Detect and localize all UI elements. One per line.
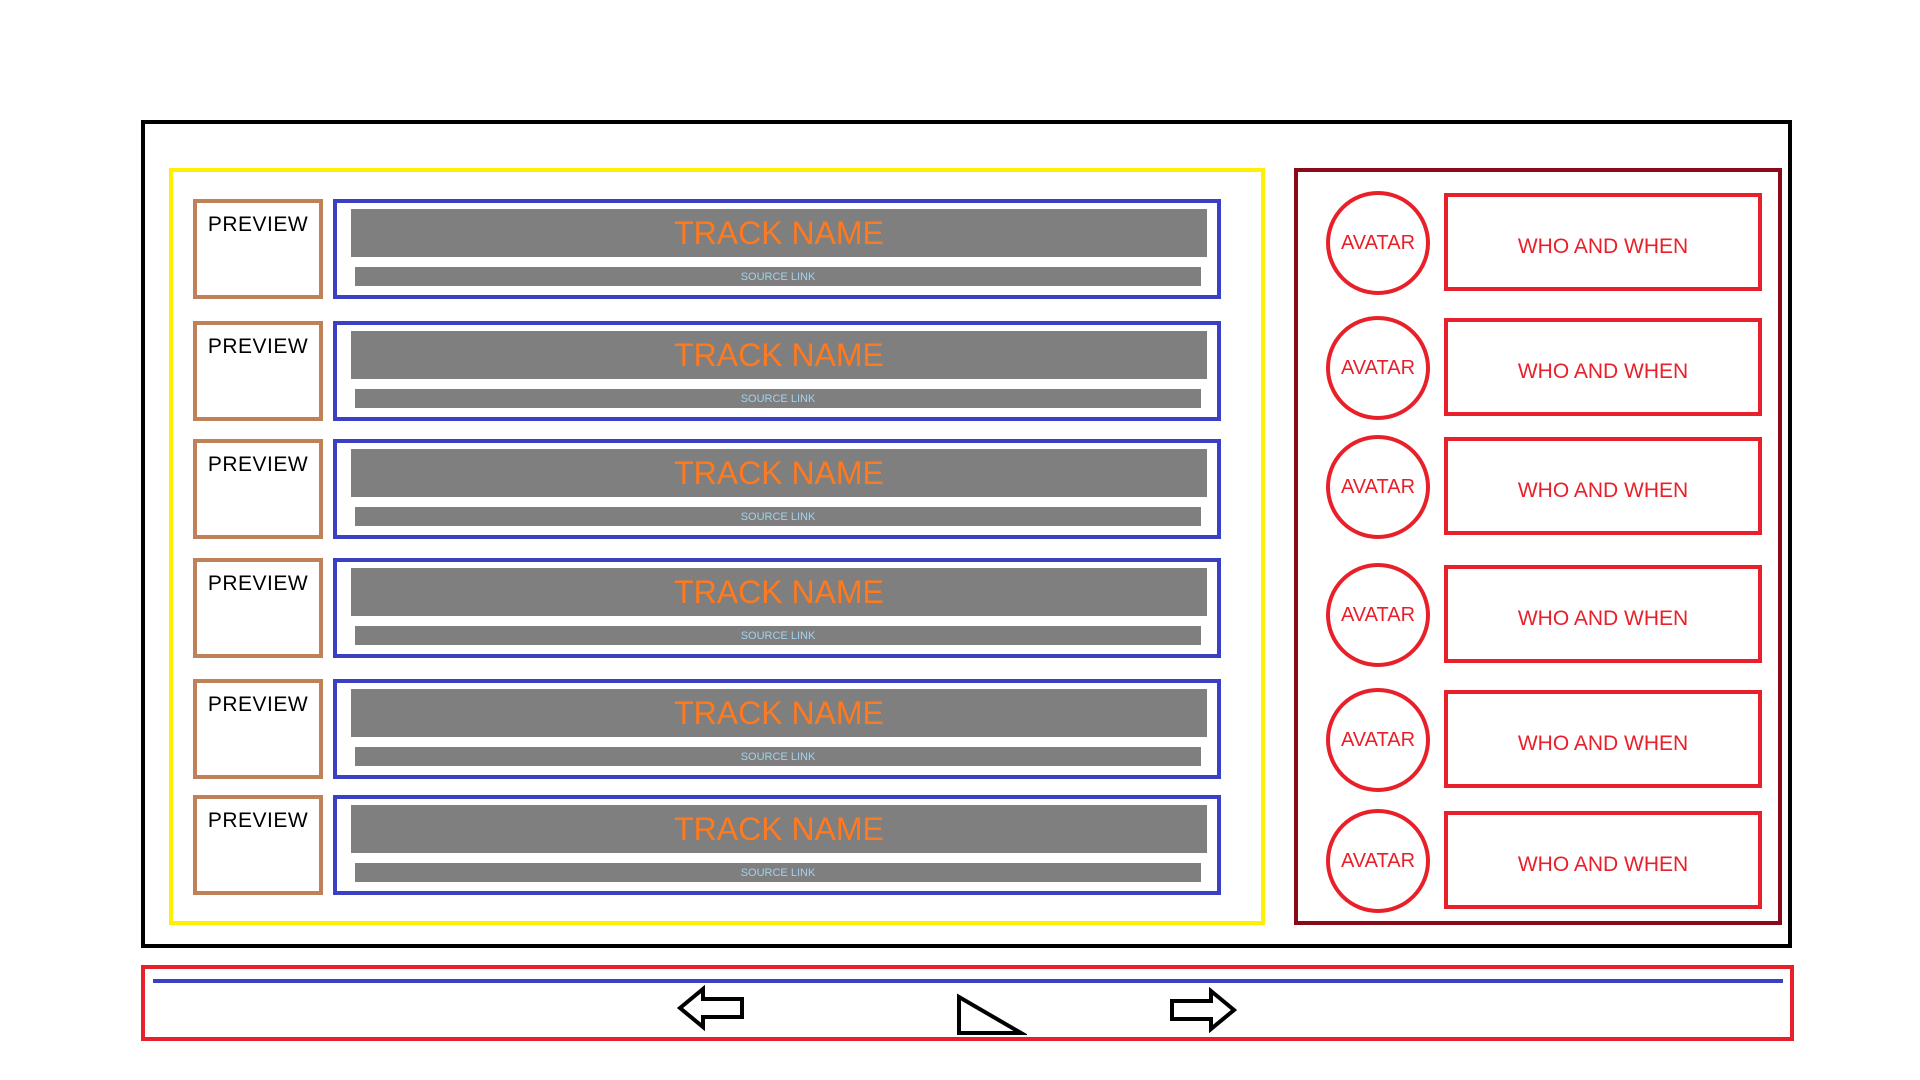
track-info[interactable]: TRACK NAME SOURCE LINK xyxy=(333,679,1221,779)
avatar[interactable]: AVATAR xyxy=(1326,435,1430,539)
who-and-when: WHO AND WHEN xyxy=(1444,318,1762,416)
source-link[interactable]: SOURCE LINK xyxy=(355,863,1201,882)
track-info[interactable]: TRACK NAME SOURCE LINK xyxy=(333,439,1221,539)
track-name[interactable]: TRACK NAME xyxy=(351,805,1207,853)
activity-item: AVATAR WHO AND WHEN xyxy=(1326,563,1766,667)
track-info[interactable]: TRACK NAME SOURCE LINK xyxy=(333,321,1221,421)
track-info[interactable]: TRACK NAME SOURCE LINK xyxy=(333,795,1221,895)
track-name[interactable]: TRACK NAME xyxy=(351,568,1207,616)
who-and-when: WHO AND WHEN xyxy=(1444,437,1762,535)
track-name[interactable]: TRACK NAME xyxy=(351,449,1207,497)
source-link[interactable]: SOURCE LINK xyxy=(355,626,1201,645)
avatar[interactable]: AVATAR xyxy=(1326,316,1430,420)
player-bar xyxy=(141,965,1794,1041)
activity-item: AVATAR WHO AND WHEN xyxy=(1326,809,1766,913)
track-preview[interactable]: PREVIEW xyxy=(193,199,323,299)
avatar[interactable]: AVATAR xyxy=(1326,809,1430,913)
avatar[interactable]: AVATAR xyxy=(1326,688,1430,792)
activity-item: AVATAR WHO AND WHEN xyxy=(1326,316,1766,420)
activity-panel xyxy=(1294,168,1782,925)
progress-bar[interactable] xyxy=(153,979,1783,983)
activity-item: AVATAR WHO AND WHEN xyxy=(1326,191,1766,295)
track-preview[interactable]: PREVIEW xyxy=(193,321,323,421)
source-link[interactable]: SOURCE LINK xyxy=(355,267,1201,286)
track-row: PREVIEW TRACK NAME SOURCE LINK xyxy=(193,679,1221,779)
track-row: PREVIEW TRACK NAME SOURCE LINK xyxy=(193,321,1221,421)
track-row: PREVIEW TRACK NAME SOURCE LINK xyxy=(193,439,1221,539)
preview-label: PREVIEW xyxy=(207,453,309,476)
track-preview[interactable]: PREVIEW xyxy=(193,795,323,895)
track-preview[interactable]: PREVIEW xyxy=(193,439,323,539)
preview-label: PREVIEW xyxy=(207,213,309,236)
track-name[interactable]: TRACK NAME xyxy=(351,331,1207,379)
who-and-when: WHO AND WHEN xyxy=(1444,811,1762,909)
who-and-when: WHO AND WHEN xyxy=(1444,193,1762,291)
next-arrow-icon[interactable] xyxy=(1168,987,1238,1033)
track-preview[interactable]: PREVIEW xyxy=(193,558,323,658)
who-and-when: WHO AND WHEN xyxy=(1444,690,1762,788)
main-frame xyxy=(141,120,1792,948)
activity-item: AVATAR WHO AND WHEN xyxy=(1326,435,1766,539)
preview-label: PREVIEW xyxy=(207,809,309,832)
preview-label: PREVIEW xyxy=(207,693,309,716)
track-row: PREVIEW TRACK NAME SOURCE LINK xyxy=(193,558,1221,658)
avatar[interactable]: AVATAR xyxy=(1326,191,1430,295)
track-name[interactable]: TRACK NAME xyxy=(351,689,1207,737)
preview-label: PREVIEW xyxy=(207,572,309,595)
activity-item: AVATAR WHO AND WHEN xyxy=(1326,688,1766,792)
preview-label: PREVIEW xyxy=(207,335,309,358)
source-link[interactable]: SOURCE LINK xyxy=(355,747,1201,766)
who-and-when: WHO AND WHEN xyxy=(1444,565,1762,663)
track-row: PREVIEW TRACK NAME SOURCE LINK xyxy=(193,199,1221,299)
track-info[interactable]: TRACK NAME SOURCE LINK xyxy=(333,199,1221,299)
play-triangle-icon[interactable] xyxy=(955,993,1027,1039)
tracks-panel xyxy=(169,168,1265,925)
avatar[interactable]: AVATAR xyxy=(1326,563,1430,667)
track-row: PREVIEW TRACK NAME SOURCE LINK xyxy=(193,795,1221,895)
track-preview[interactable]: PREVIEW xyxy=(193,679,323,779)
previous-arrow-icon[interactable] xyxy=(676,985,746,1031)
source-link[interactable]: SOURCE LINK xyxy=(355,507,1201,526)
track-name[interactable]: TRACK NAME xyxy=(351,209,1207,257)
track-info[interactable]: TRACK NAME SOURCE LINK xyxy=(333,558,1221,658)
source-link[interactable]: SOURCE LINK xyxy=(355,389,1201,408)
